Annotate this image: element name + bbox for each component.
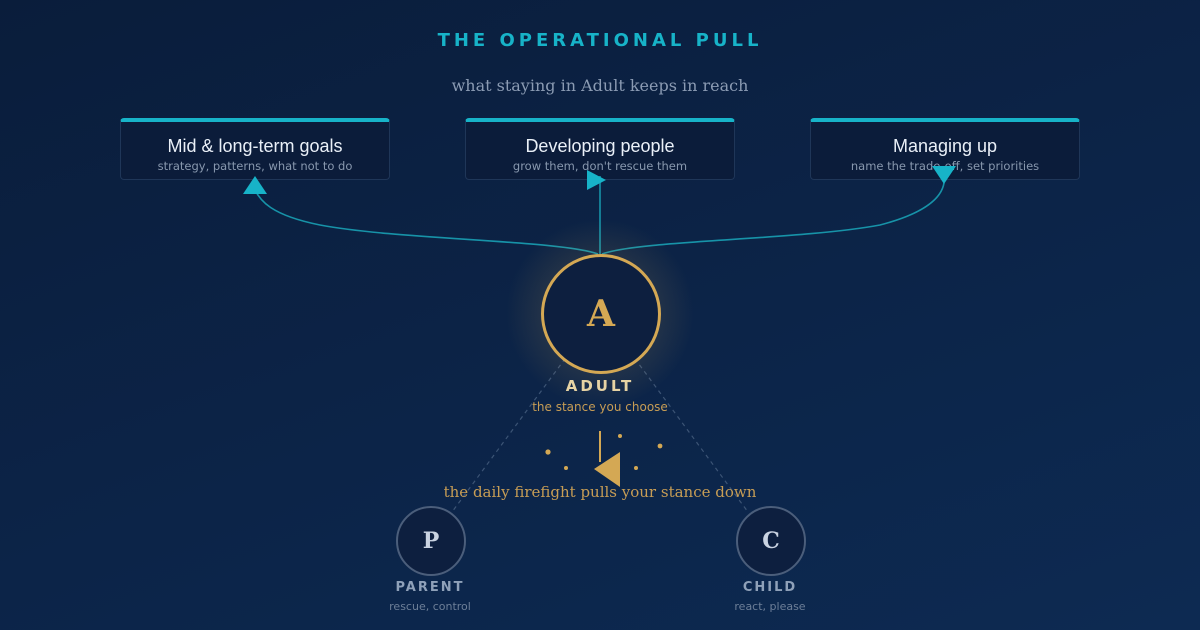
- goal-card-long-term: Mid & long-term goals strategy, patterns…: [120, 118, 390, 180]
- arrowhead-long-term-goals-icon: [243, 176, 267, 194]
- spark-dot: [564, 466, 568, 470]
- spark-dot: [657, 443, 663, 449]
- child-subtitle: react, please: [734, 600, 806, 613]
- parent-letter: P: [422, 528, 440, 554]
- arrowhead-developing-people-icon: [587, 170, 606, 190]
- arrowhead-managing-up-icon: [932, 166, 956, 184]
- spark-dot: [634, 466, 638, 470]
- goal-card-developing-people: Developing people grow them, don't rescu…: [465, 118, 735, 180]
- parent-node: P: [396, 506, 466, 576]
- child-label: CHILD: [742, 580, 798, 595]
- connector-to-managing-up: [601, 182, 945, 255]
- diagram-title: THE OPERATIONAL PULL: [437, 30, 763, 51]
- parent-label: PARENT: [395, 580, 465, 595]
- goal-card-subtitle: grow them, don't rescue them: [512, 159, 688, 173]
- adult-letter: A: [587, 293, 615, 335]
- adult-subtitle: the stance you choose: [532, 400, 668, 414]
- connector-to-long-term-goals: [254, 189, 599, 255]
- adult-label: ADULT: [565, 377, 635, 395]
- spark-dot: [545, 449, 551, 455]
- goal-card-title: Developing people: [525, 136, 675, 156]
- pull-arrow-icon: [594, 452, 620, 487]
- diagram-subtitle: what staying in Adult keeps in reach: [451, 76, 749, 95]
- dashed-line-to-parent: [451, 351, 571, 513]
- child-letter: C: [762, 528, 780, 554]
- child-node: C: [736, 506, 806, 576]
- goal-card-subtitle: strategy, patterns, what not to do: [157, 159, 353, 173]
- dashed-line-to-child: [629, 351, 749, 513]
- goal-card-title: Managing up: [892, 136, 998, 156]
- adult-node: A: [541, 254, 661, 374]
- firefight-caption: the daily firefight pulls your stance do…: [443, 483, 757, 501]
- goal-card-title: Mid & long-term goals: [167, 136, 343, 156]
- parent-subtitle: rescue, control: [389, 600, 471, 613]
- spark-dot: [618, 434, 622, 438]
